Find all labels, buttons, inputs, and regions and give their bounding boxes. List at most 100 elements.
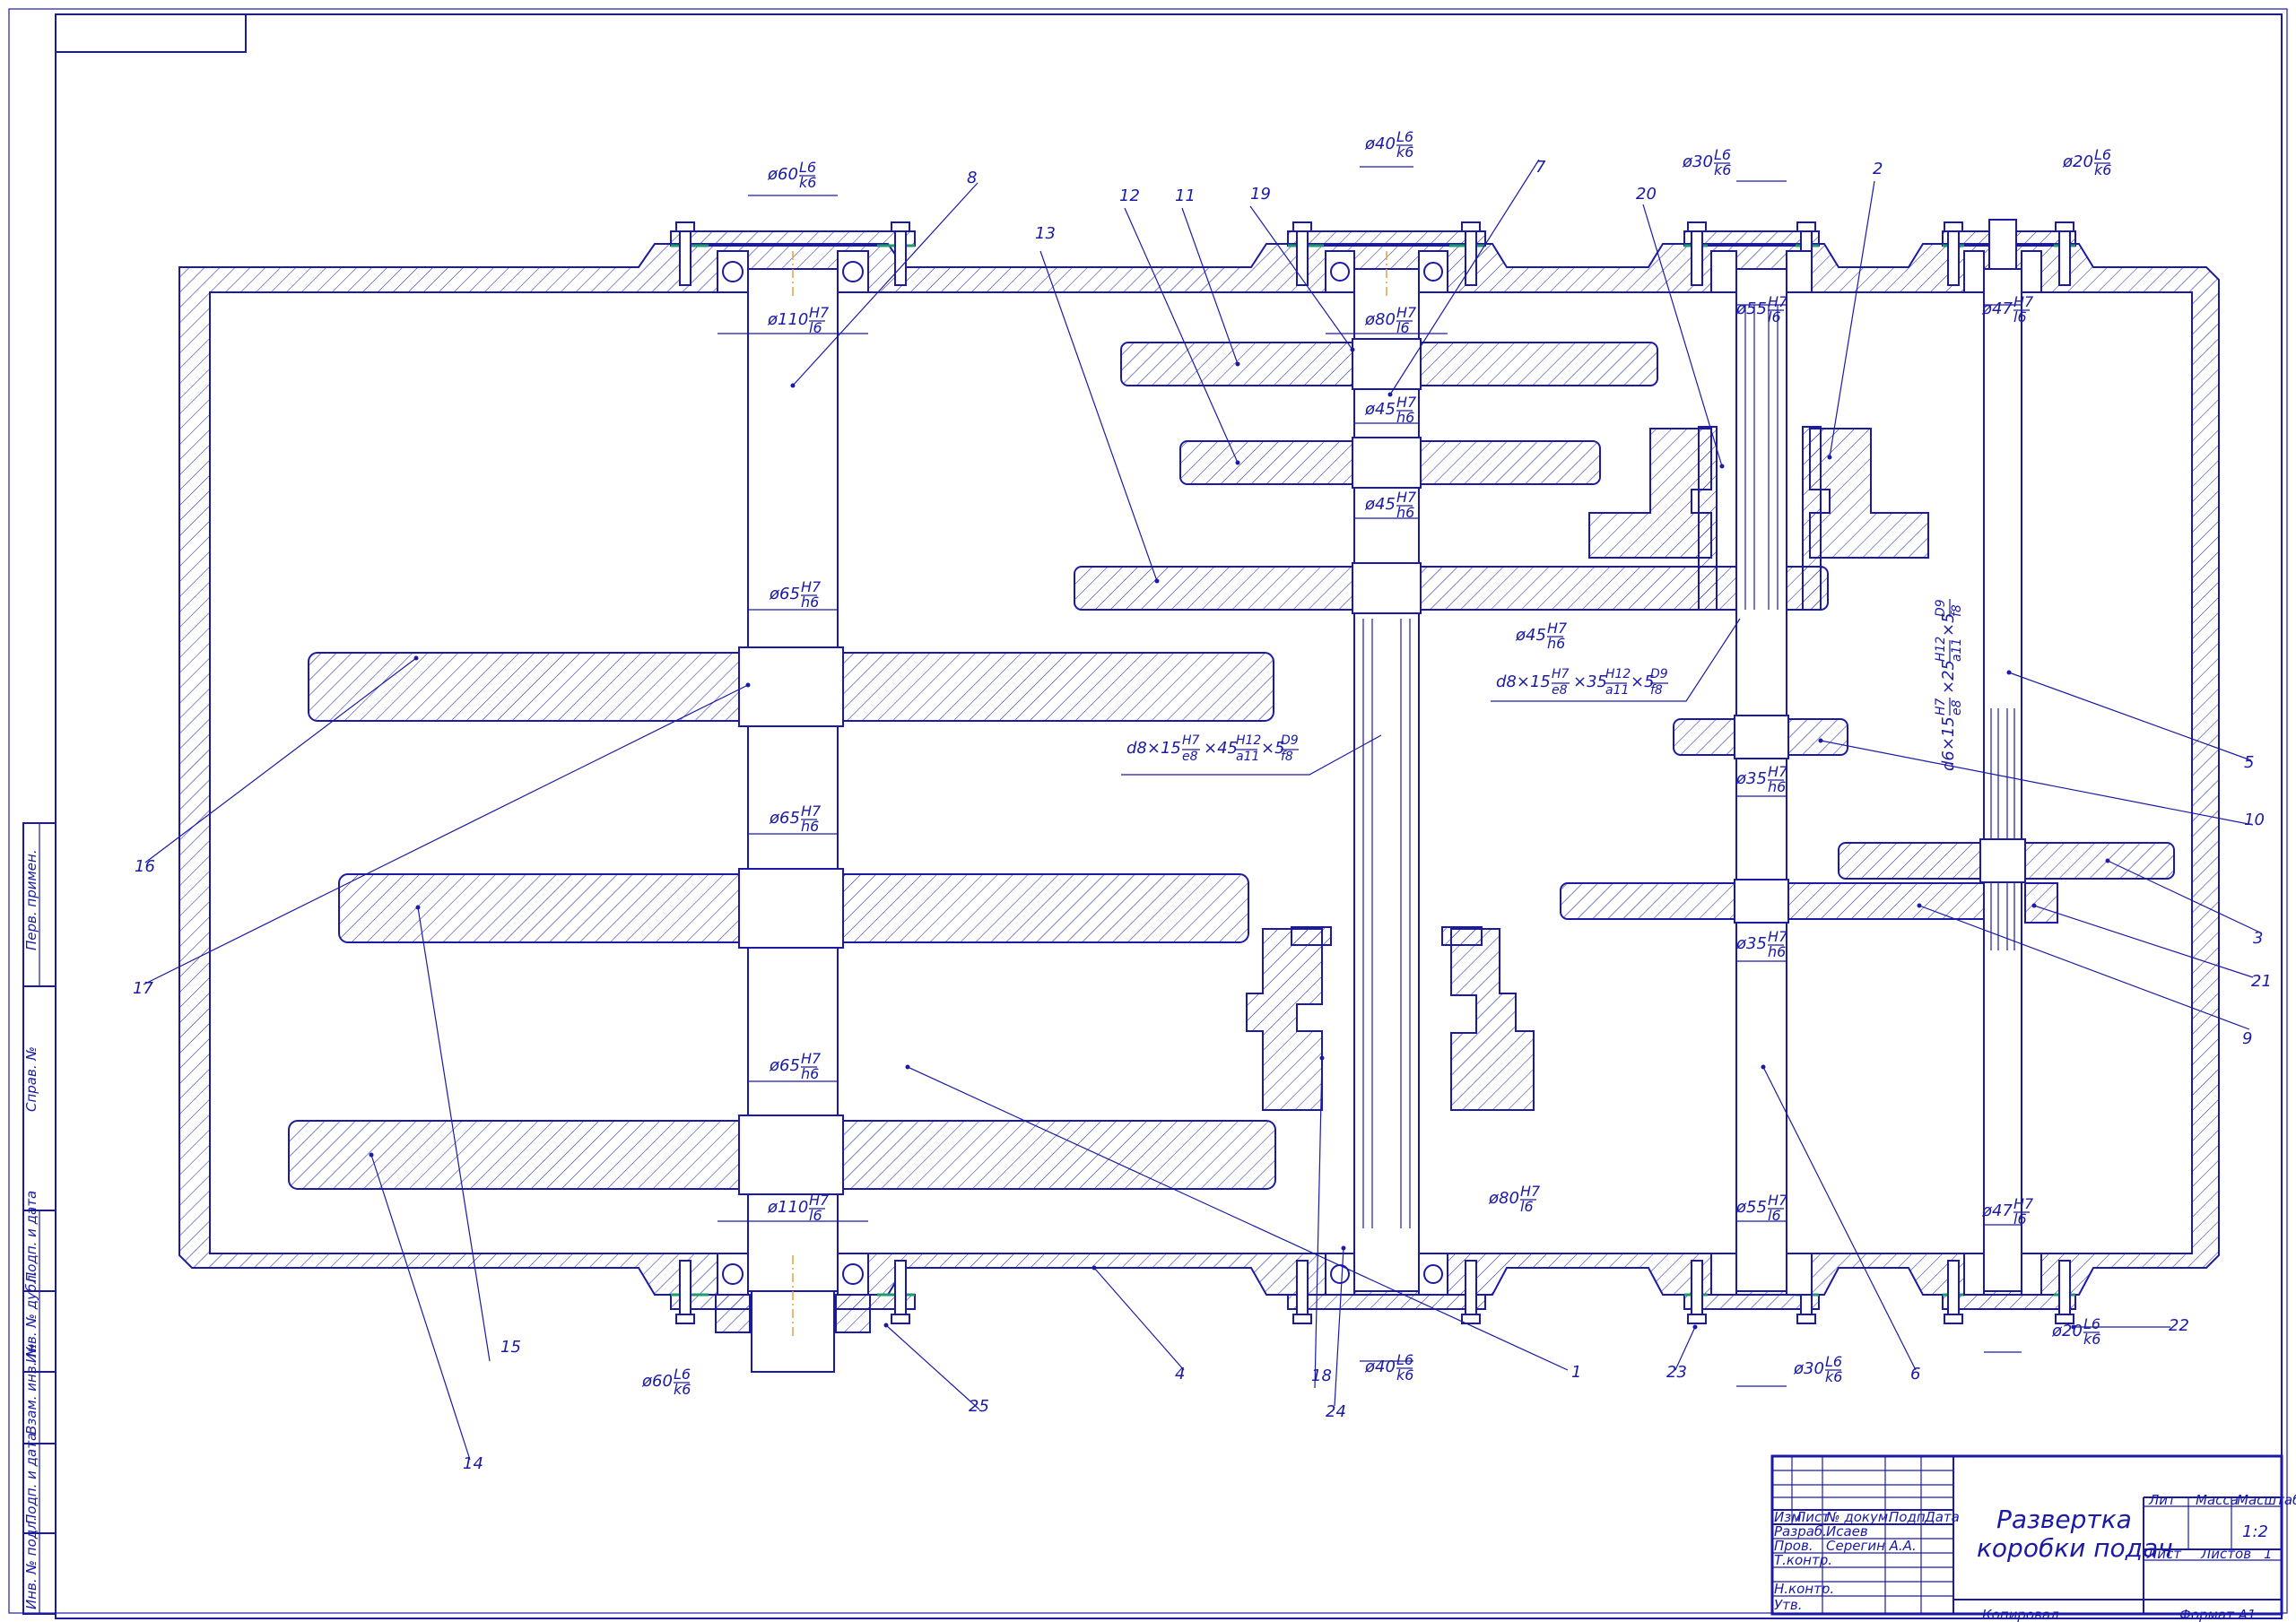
fit-lower: l6 xyxy=(809,1207,822,1224)
leader-19: 19 xyxy=(1249,185,1355,352)
fit-upper: H7 xyxy=(1396,489,1417,506)
tb-role-0: Разраб. xyxy=(1774,1523,1827,1540)
fit-diameter: ø65 xyxy=(769,1056,800,1075)
leader-22: 22 xyxy=(2071,1316,2189,1335)
fit-upper: L6 xyxy=(1396,1351,1413,1368)
tb-lit: Лит xyxy=(2148,1492,2177,1508)
spline-part: D9 xyxy=(1650,667,1668,681)
fit-diameter: ø55 xyxy=(1735,299,1767,318)
part-number-23: 23 xyxy=(1666,1363,1687,1382)
part-number-25: 25 xyxy=(969,1397,989,1416)
spline-part: d8×15 xyxy=(1496,672,1551,691)
drawing-scale: 1:2 xyxy=(2242,1522,2268,1541)
gear-3 xyxy=(1838,838,2175,883)
fit-lower: k6 xyxy=(799,174,816,191)
stamp-perv-primen: Перв. примен. xyxy=(23,849,39,950)
leader-13: 13 xyxy=(1035,224,1160,584)
bolt xyxy=(891,1260,910,1324)
fit-diameter: ø80 xyxy=(1488,1189,1519,1208)
drawing-title-line1: Развертка xyxy=(1996,1505,2132,1534)
leader-7: 7 xyxy=(1387,158,1546,397)
part-number-12: 12 xyxy=(1119,186,1140,205)
leader-18: 18 xyxy=(1311,1055,1332,1389)
fit-lower: l6 xyxy=(1768,1207,1781,1224)
spline-part: H7 xyxy=(1182,733,1200,748)
fit-diameter: ø40 xyxy=(1364,1357,1396,1376)
fit-upper: L6 xyxy=(1396,128,1413,145)
tb-format: Формат А1 xyxy=(2179,1607,2256,1622)
bolt xyxy=(1944,221,1963,286)
tb-izm: Изм xyxy=(1774,1509,1802,1525)
tb-masshtab: Масштаб xyxy=(2237,1492,2296,1508)
fit-lower: k6 xyxy=(1396,143,1413,160)
part-number-13: 13 xyxy=(1035,224,1056,243)
gear-11 xyxy=(1120,338,1658,390)
spline-part: ×35 xyxy=(1573,672,1607,691)
part-number-21: 21 xyxy=(2251,972,2272,991)
fit-diameter: ø47 xyxy=(1981,1201,2013,1220)
leader-17: 17 xyxy=(133,682,751,998)
gear-12 xyxy=(1179,437,1601,489)
part-number-5: 5 xyxy=(2244,753,2254,772)
fit-diameter: ø20 xyxy=(2051,1322,2083,1340)
fit-lower: h6 xyxy=(801,818,819,835)
part-number-18: 18 xyxy=(1311,1366,1332,1385)
bolt xyxy=(2055,221,2074,286)
fit-upper: H7 xyxy=(801,802,822,820)
fit-lower: l6 xyxy=(1396,319,1410,336)
spline-part: ×5 xyxy=(1631,672,1655,691)
stamp-podp-data-1: Подп. и дата xyxy=(23,1191,39,1282)
part-number-14: 14 xyxy=(463,1454,483,1473)
fit-upper: H7 xyxy=(801,578,822,595)
tb-name-0: Исаев xyxy=(1826,1523,1868,1540)
leader-16: 16 xyxy=(135,655,419,876)
spline-part: a11 xyxy=(1605,683,1629,698)
stamp-sprav: Справ. № xyxy=(23,1046,39,1112)
tb-sheet: Лист xyxy=(2146,1546,2182,1562)
leader-11: 11 xyxy=(1175,186,1240,367)
fit-upper: H7 xyxy=(1547,620,1568,637)
fit-diameter: ø55 xyxy=(1735,1198,1767,1217)
leader-20: 20 xyxy=(1636,185,1725,469)
bolt xyxy=(675,1260,695,1324)
fit-lower: h6 xyxy=(1768,778,1786,795)
fit-lower: k6 xyxy=(2083,1331,2100,1348)
stamp-inv-podl: Инв. № подл. xyxy=(23,1517,39,1609)
drawing-title-line2: коробки подач xyxy=(1977,1533,2173,1563)
part-number-8: 8 xyxy=(967,169,977,187)
spline-part: ×5 xyxy=(1939,612,1958,637)
tb-copied: Копировал xyxy=(1982,1607,2059,1622)
stamp-vzam-inv: Взам. инв. № xyxy=(23,1343,39,1435)
spline-part: d8×15 xyxy=(1126,739,1181,758)
bolt xyxy=(1944,1260,1963,1324)
part-number-22: 22 xyxy=(2169,1316,2189,1335)
fit-upper: L6 xyxy=(1825,1353,1842,1370)
leader-9: 9 xyxy=(1917,903,2252,1048)
tb-ndokum: № докум. xyxy=(1825,1509,1892,1525)
leader-21: 21 xyxy=(2031,903,2272,991)
title-block: Изм Лист № докум. Подп. Дата Разраб. Иса… xyxy=(1770,1454,2296,1622)
stamp-inv-dubl: Инв. № дубл. xyxy=(23,1271,39,1363)
tb-name-1: Серегин А.А. xyxy=(1826,1538,1917,1554)
bolt xyxy=(1687,221,1707,286)
spline-part: a11 xyxy=(1236,750,1259,764)
sheet-frame xyxy=(8,8,2288,1619)
fit-lower: l6 xyxy=(2013,1210,2027,1227)
fit-diameter: ø30 xyxy=(1682,152,1713,171)
tb-list: Лист xyxy=(1795,1509,1831,1525)
fit-upper: L6 xyxy=(2083,1315,2100,1332)
spline-part: H12 xyxy=(1236,733,1261,748)
